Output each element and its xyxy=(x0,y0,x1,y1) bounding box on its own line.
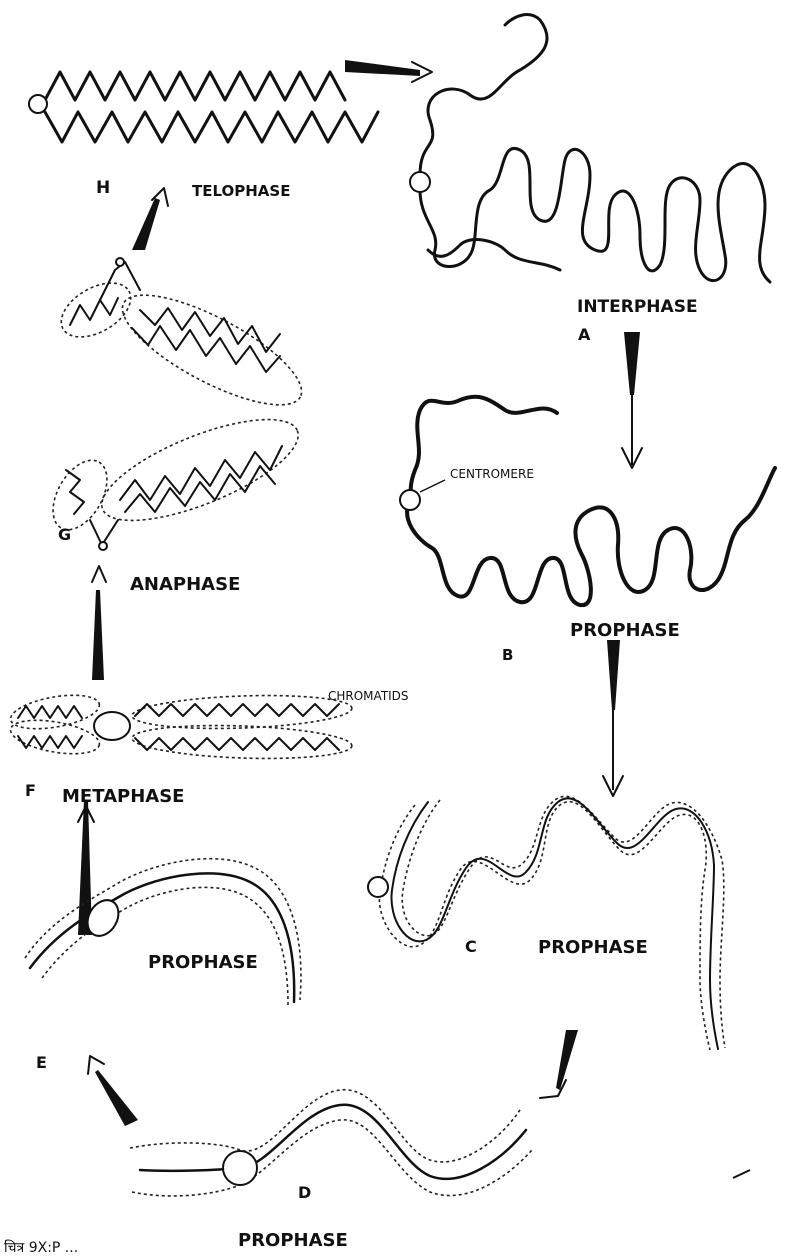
arrow-g-to-h xyxy=(132,198,160,250)
prophase-label-c: PROPHASE xyxy=(538,937,648,958)
centromere-c xyxy=(368,877,388,897)
centromere-h xyxy=(29,95,47,113)
letter-h: H xyxy=(96,178,110,198)
stage-e-prophase-chromosome xyxy=(25,859,301,1005)
prophase-label-b: PROPHASE xyxy=(570,620,680,641)
arrow-c-to-d xyxy=(556,1030,578,1090)
arrow-h-to-a xyxy=(345,60,420,76)
metaphase-label: METAPHASE xyxy=(62,786,184,807)
stage-f-metaphase-chromosome xyxy=(8,689,352,761)
anaphase-label: ANAPHASE xyxy=(130,574,240,595)
letter-d: D xyxy=(298,1183,311,1202)
centromere-a xyxy=(410,172,430,192)
arrow-b-to-c xyxy=(607,640,620,710)
letter-a: A xyxy=(578,325,591,344)
stage-d-prophase-chromosome xyxy=(130,1090,532,1196)
centromere-label: CENTROMERE xyxy=(450,467,534,481)
arrow-d-to-e xyxy=(95,1070,138,1126)
chromatids-label: CHROMATIDS xyxy=(328,689,409,703)
centromere-f xyxy=(94,712,130,740)
telophase-label: TELOPHASE xyxy=(192,182,290,200)
stage-a-interphase-chromosome xyxy=(410,15,770,282)
centromere-b xyxy=(400,490,420,510)
letter-g: G xyxy=(58,525,71,544)
stage-h-telophase-chromosome xyxy=(29,72,378,142)
arrow-a-to-b xyxy=(624,332,640,395)
arrow-f-to-g xyxy=(92,590,104,680)
prophase-label-d: PROPHASE xyxy=(238,1230,348,1251)
stage-b-prophase-chromosome xyxy=(400,397,775,605)
stage-g-anaphase-chromosome xyxy=(42,258,315,550)
stage-c-prophase-chromosome xyxy=(368,796,725,1050)
prophase-label-e: PROPHASE xyxy=(148,952,258,973)
interphase-label: INTERPHASE xyxy=(577,297,698,317)
centromere-d xyxy=(223,1151,257,1185)
letter-b: B xyxy=(502,646,513,664)
centromere-leader-line xyxy=(420,480,445,492)
letter-c: C xyxy=(465,937,477,956)
figure-caption: चित्र 9X:P ... xyxy=(4,1239,78,1256)
letter-f: F xyxy=(25,781,36,800)
letter-e: E xyxy=(36,1053,47,1072)
stray-mark xyxy=(733,1170,750,1178)
